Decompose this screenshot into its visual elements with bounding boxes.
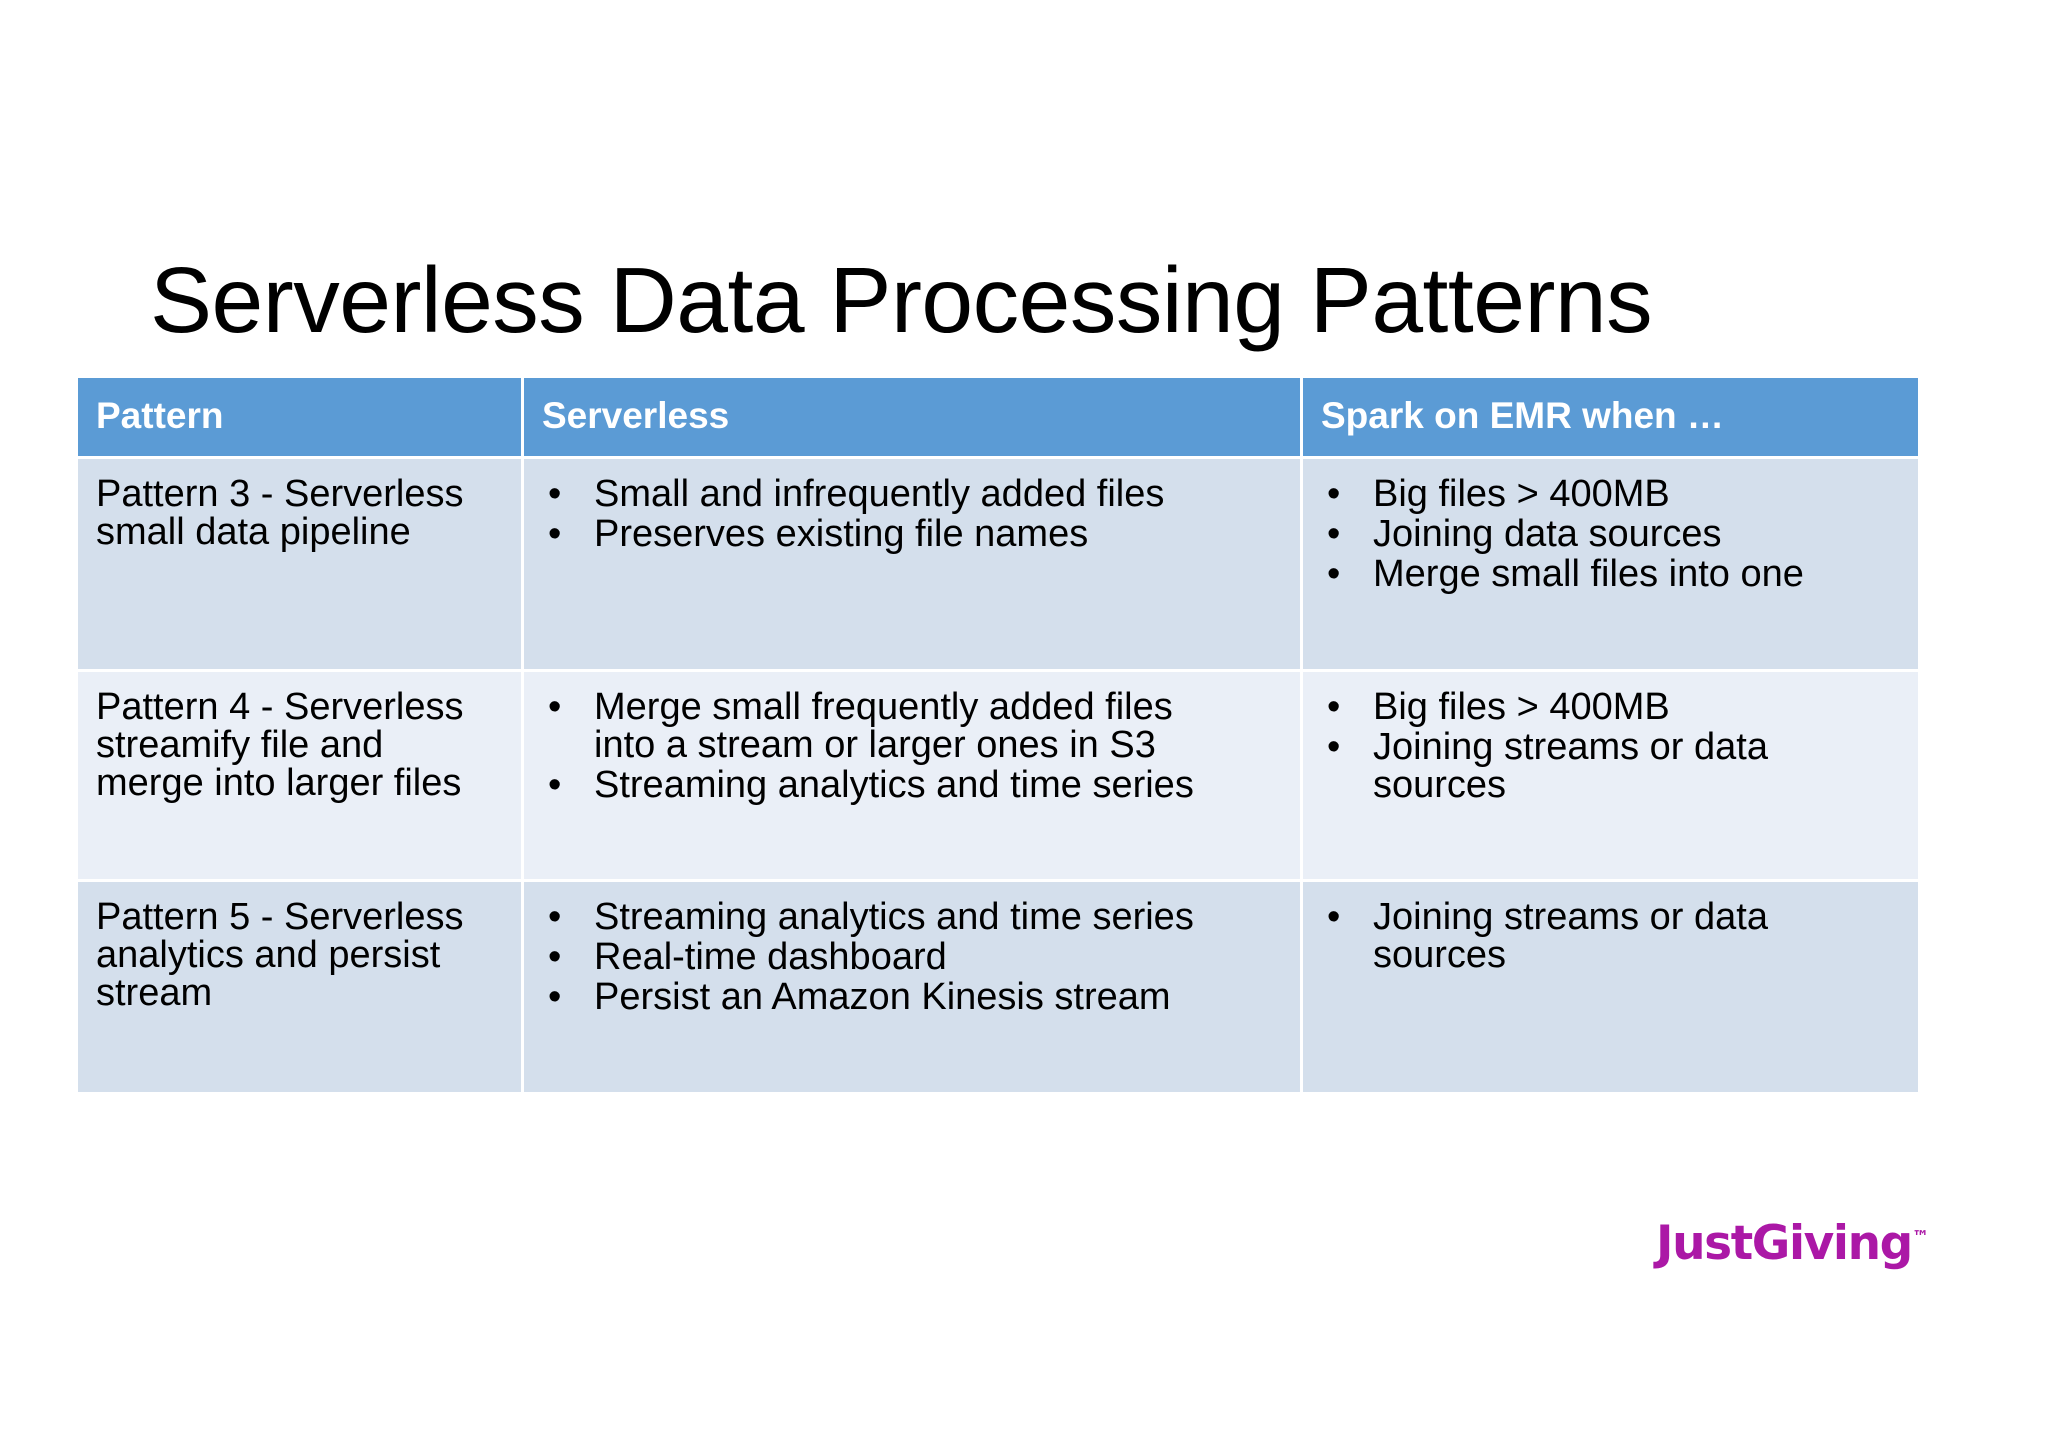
column-header-pattern: Pattern: [78, 378, 524, 456]
brand-name: JustGiving: [1656, 1216, 1913, 1271]
list-item: • Streaming analytics and time series: [542, 898, 1290, 936]
bullet-icon: •: [1327, 896, 1341, 938]
list-item: • Persist an Amazon Kinesis stream: [542, 978, 1290, 1016]
bullet-icon: •: [1327, 686, 1341, 728]
list-item-text: Streaming analytics and time series: [594, 896, 1194, 938]
bullet-list: • Streaming analytics and time series • …: [542, 898, 1290, 1016]
bullet-icon: •: [1327, 553, 1341, 595]
bullet-icon: •: [548, 976, 562, 1018]
list-item-text: Joining streams or data sources: [1373, 896, 1768, 976]
cell-serverless-bullets: • Streaming analytics and time series • …: [524, 879, 1303, 1092]
bullet-list: • Small and infrequently added files • P…: [542, 475, 1290, 553]
cell-pattern-name: Pattern 5 - Serverless analytics and per…: [78, 879, 524, 1092]
list-item: • Preserves existing file names: [542, 515, 1290, 553]
cell-spark-bullets: • Big files > 400MB • Joining streams or…: [1303, 669, 1918, 879]
bullet-icon: •: [548, 896, 562, 938]
bullet-list: • Merge small frequently added files int…: [542, 688, 1290, 804]
trademark-symbol: ™: [1911, 1227, 1929, 1248]
cell-spark-bullets: • Joining streams or data sources: [1303, 879, 1918, 1092]
list-item-text: Big files > 400MB: [1373, 473, 1670, 515]
list-item-text: Real-time dashboard: [594, 936, 947, 978]
bullet-list: • Big files > 400MB • Joining data sourc…: [1321, 475, 1908, 593]
list-item-text: Persist an Amazon Kinesis stream: [594, 976, 1171, 1018]
bullet-list: • Big files > 400MB • Joining streams or…: [1321, 688, 1908, 804]
bullet-icon: •: [548, 936, 562, 978]
table-row: Pattern 3 - Serverless small data pipeli…: [78, 456, 1918, 669]
bullet-icon: •: [1327, 513, 1341, 555]
cell-spark-bullets: • Big files > 400MB • Joining data sourc…: [1303, 456, 1918, 669]
list-item-text: Joining streams or data sources: [1373, 726, 1768, 806]
list-item: • Small and infrequently added files: [542, 475, 1290, 513]
table-row: Pattern 4 - Serverless streamify file an…: [78, 669, 1918, 879]
list-item-text: Merge small files into one: [1373, 553, 1804, 595]
cell-serverless-bullets: • Small and infrequently added files • P…: [524, 456, 1303, 669]
list-item-text: Joining data sources: [1373, 513, 1722, 555]
patterns-table: Pattern Serverless Spark on EMR when … P…: [78, 378, 1918, 1092]
pattern-3-label: Pattern 3 - Serverless small data pipeli…: [96, 473, 464, 553]
table-header-row: Pattern Serverless Spark on EMR when …: [78, 378, 1918, 456]
list-item-text: Big files > 400MB: [1373, 686, 1670, 728]
list-item-text: Streaming analytics and time series: [594, 764, 1194, 806]
bullet-list: • Joining streams or data sources: [1321, 898, 1908, 974]
list-item-text: Small and infrequently added files: [594, 473, 1165, 515]
table-row: Pattern 5 - Serverless analytics and per…: [78, 879, 1918, 1092]
cell-pattern-name: Pattern 3 - Serverless small data pipeli…: [78, 456, 524, 669]
page-title: Serverless Data Processing Patterns: [150, 248, 1653, 353]
pattern-5-label: Pattern 5 - Serverless analytics and per…: [96, 896, 464, 1014]
bullet-icon: •: [548, 473, 562, 515]
column-header-serverless: Serverless: [524, 378, 1303, 456]
list-item-text: Preserves existing file names: [594, 513, 1089, 555]
list-item: • Merge small frequently added files int…: [542, 688, 1290, 764]
list-item: • Joining data sources: [1321, 515, 1908, 553]
bullet-icon: •: [548, 764, 562, 806]
list-item: • Streaming analytics and time series: [542, 766, 1290, 804]
bullet-icon: •: [1327, 473, 1341, 515]
bullet-icon: •: [1327, 726, 1341, 768]
list-item-text: Merge small frequently added files into …: [594, 686, 1173, 766]
list-item: • Big files > 400MB: [1321, 475, 1908, 513]
pattern-4-label: Pattern 4 - Serverless streamify file an…: [96, 686, 464, 804]
list-item: • Joining streams or data sources: [1321, 728, 1908, 804]
list-item: • Real-time dashboard: [542, 938, 1290, 976]
cell-serverless-bullets: • Merge small frequently added files int…: [524, 669, 1303, 879]
bullet-icon: •: [548, 513, 562, 555]
cell-pattern-name: Pattern 4 - Serverless streamify file an…: [78, 669, 524, 879]
list-item: • Merge small files into one: [1321, 555, 1908, 593]
justgiving-logo: JustGiving™: [1656, 1216, 1929, 1271]
column-header-spark-on-emr: Spark on EMR when …: [1303, 378, 1918, 456]
bullet-icon: •: [548, 686, 562, 728]
list-item: • Big files > 400MB: [1321, 688, 1908, 726]
list-item: • Joining streams or data sources: [1321, 898, 1908, 974]
